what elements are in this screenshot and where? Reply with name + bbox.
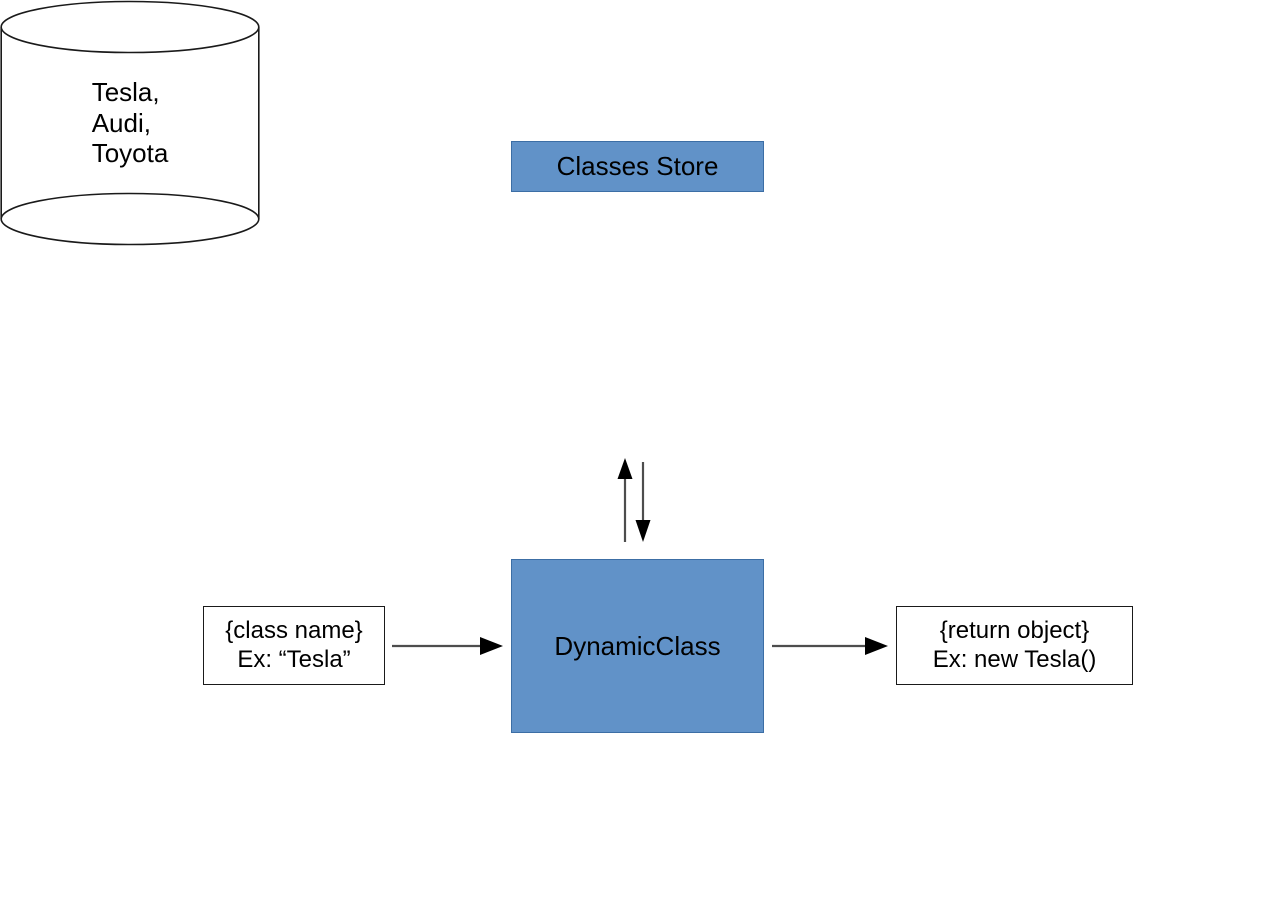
dynamic-class-label: DynamicClass [554,630,721,661]
dynamic-class-box[interactable]: DynamicClass [511,559,764,733]
cylinder-shape [0,0,260,246]
classes-store-header-label: Classes Store [556,151,719,182]
connector-dynamic-to-output [772,637,888,655]
classes-store-cylinder[interactable]: Tesla, Audi, Toyota [0,0,260,246]
class-name-input-label: {class name} Ex: “Tesla” [225,617,363,673]
connector-input-to-dynamic [392,637,503,655]
class-name-input-box[interactable]: {class name} Ex: “Tesla” [203,606,385,685]
classes-store-header[interactable]: Classes Store [511,141,764,192]
return-object-label: {return object} Ex: new Tesla() [932,617,1097,673]
return-object-box[interactable]: {return object} Ex: new Tesla() [896,606,1133,685]
arrow-up-to-store [617,458,633,542]
connector-store-dynamic-bidirectional [617,458,651,542]
arrow-down-to-dynamic [635,462,651,542]
